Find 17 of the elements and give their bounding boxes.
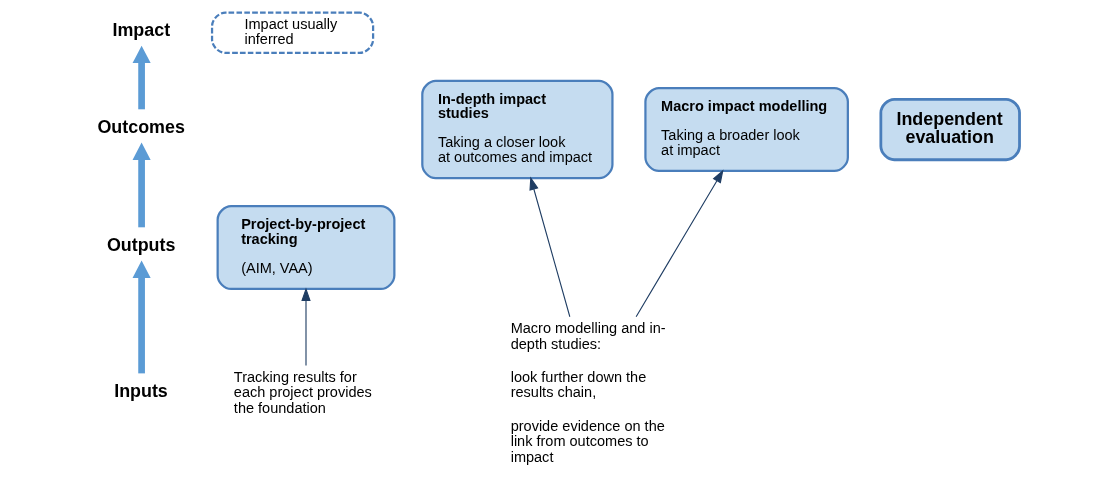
node-box: Impact usually inferred	[210, 11, 374, 55]
node-text: Impact	[112, 19, 170, 40]
node-box: Independent evaluation	[878, 97, 1021, 162]
node-box: In-depth impact studies Taking a closer look at outcomes and impact	[420, 79, 614, 180]
node-text: Inputs	[113, 380, 168, 401]
arrow	[132, 45, 151, 110]
arrow	[635, 169, 724, 318]
arrow	[528, 176, 570, 318]
arrow	[132, 142, 151, 228]
node-text: Tracking results for each project provides the foundation	[233, 368, 372, 417]
node-text: Outputs	[106, 234, 175, 255]
node-box: Project-by-project tracking (AIM, VAA)	[216, 205, 395, 291]
node-box: Macro impact modelling Taking a broader look at impact	[643, 87, 849, 173]
node-text: Macro modelling and in-depth studies: look further down the results chain, provide evidence on the link from outcomes to impact	[510, 319, 666, 465]
arrow	[300, 287, 311, 366]
arrow	[132, 260, 151, 374]
node-text: Outcomes	[96, 116, 185, 137]
